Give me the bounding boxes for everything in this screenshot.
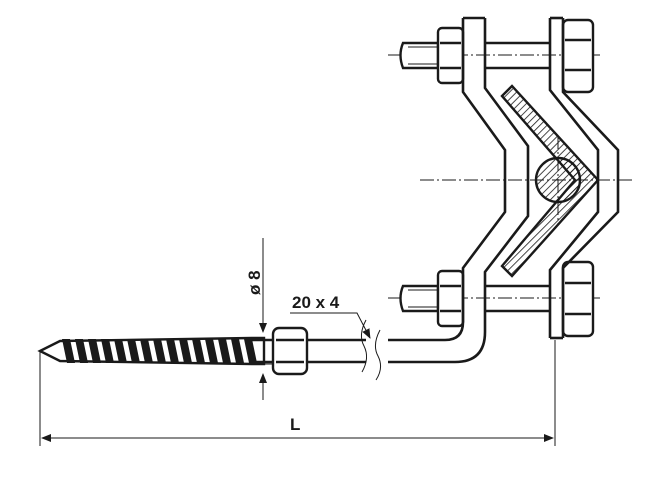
thread-tooth <box>127 339 140 363</box>
thread-tooth <box>88 339 101 363</box>
length-label: L <box>290 415 300 434</box>
diameter-dimension: ø 8 <box>245 238 272 400</box>
angle-profile-section <box>500 84 600 278</box>
thread-tooth <box>218 339 231 363</box>
thread-tooth <box>205 339 218 363</box>
strap-size-label: 20 x 4 <box>292 293 340 312</box>
screw-thread <box>62 339 257 363</box>
strap-size-leader: 20 x 4 <box>290 293 371 339</box>
thread-tooth <box>101 339 114 363</box>
lower-bolt <box>399 260 595 338</box>
left-clamp-strap <box>461 16 530 332</box>
thread-tooth <box>75 339 88 363</box>
thread-tooth <box>114 339 127 363</box>
screw-hex-nut <box>271 326 309 376</box>
thread-tooth <box>153 339 166 363</box>
thread-tooth <box>140 339 153 363</box>
thread-tooth <box>192 339 205 363</box>
wood-screw <box>37 336 273 366</box>
length-dimension: L <box>39 340 556 446</box>
thread-tooth <box>231 339 244 363</box>
strap-arm <box>300 319 487 381</box>
upper-bolt <box>399 18 595 94</box>
thread-tooth <box>166 339 179 363</box>
thread-tooth <box>62 339 75 363</box>
thread-tooth <box>244 339 257 363</box>
diameter-label: ø 8 <box>245 270 264 295</box>
thread-tooth <box>179 339 192 363</box>
